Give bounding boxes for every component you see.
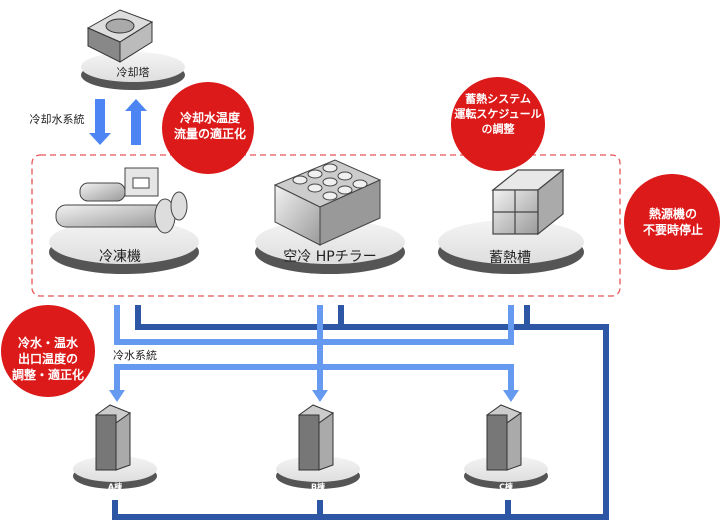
building-b-label: B棟 — [310, 482, 326, 492]
arrow-up-icon — [125, 99, 147, 111]
badge-line: 冷却水温度 — [179, 111, 241, 125]
badge-line: 流量の適正化 — [173, 127, 247, 141]
badge-storage-schedule: 蓄熱システム 運転スケジュール の調整 — [454, 92, 541, 137]
arrow-down-icon — [312, 390, 328, 402]
supply-pipes — [114, 305, 514, 392]
air-hp-chiller-icon — [273, 159, 382, 246]
badge-line: 熱源機の — [648, 207, 698, 221]
badge-line: 不要時停止 — [642, 223, 704, 237]
chiller-label: 冷凍機 — [99, 249, 141, 265]
badge-cooling-water-optimization: 冷却水温度 流量の適正化 — [174, 110, 246, 142]
cooling-water-system-label: 冷却水系統 — [29, 113, 85, 126]
badge-stop-unneeded: 熱源機の 不要時停止 — [643, 206, 703, 238]
chilled-water-system-label: 冷水系統 — [113, 349, 157, 362]
badge-line: の調整 — [481, 122, 515, 136]
badge-outlet-temperature: 冷水・温水 出口温度の 調整・適正化 — [12, 335, 84, 383]
building-c-label: C棟 — [499, 482, 513, 492]
chiller-icon — [55, 167, 188, 234]
arrow-down-icon — [89, 133, 111, 145]
cooling-tower-icon — [86, 9, 154, 63]
badges — [1, 77, 720, 397]
arrow-down-icon — [109, 390, 125, 402]
storage-tank-label: 蓄熱槽 — [489, 250, 531, 266]
return-pipes — [112, 305, 609, 520]
badge-line: 運転スケジュール — [454, 107, 542, 121]
badge-line: 蓄熱システム — [465, 92, 531, 106]
thermal-storage-tank-icon — [491, 168, 565, 236]
cooling-tower-label: 冷却塔 — [116, 66, 150, 79]
badge-line: 調整・適正化 — [11, 368, 85, 382]
supply-arrowheads — [109, 390, 519, 402]
badge-line: 冷水・温水 — [17, 336, 79, 350]
building-icons — [94, 404, 523, 471]
air-hp-chiller-label: 空冷 HPチラー — [283, 249, 377, 265]
badge-line: 出口温度の — [17, 352, 79, 366]
heat-source-group-frame — [31, 154, 621, 297]
building-a-label: A棟 — [107, 482, 123, 492]
arrow-down-icon — [503, 390, 519, 402]
cooling-water-arrows — [89, 99, 147, 145]
